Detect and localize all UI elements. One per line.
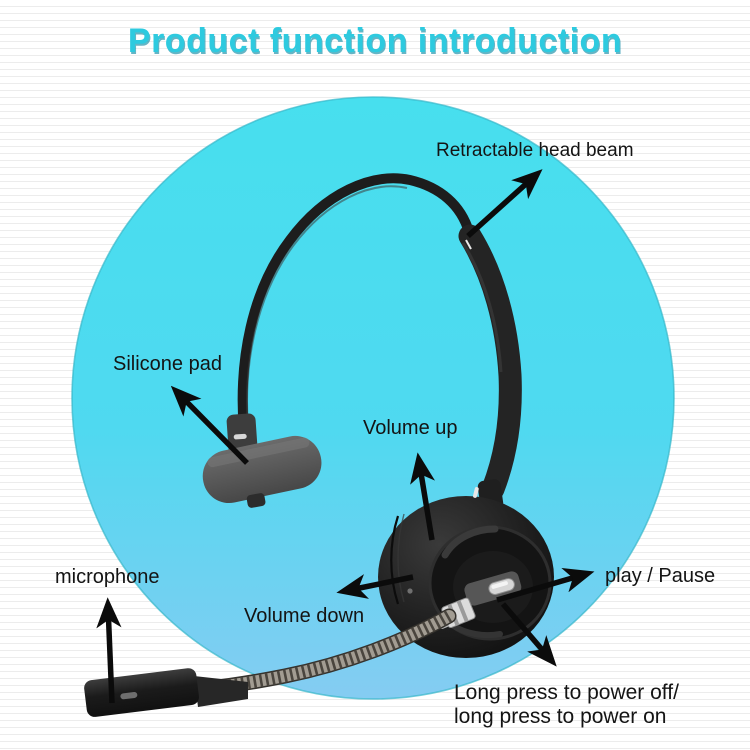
headset-illustration (84, 173, 554, 717)
head-beam-highlight (246, 185, 408, 429)
cyan-backdrop-circle (71, 96, 675, 700)
label-volume-up: Volume up (363, 417, 458, 439)
arrow-volume-down (336, 574, 414, 599)
silicone-pad (202, 435, 322, 504)
sleeve-glint (465, 239, 472, 250)
label-play-pause: play / Pause (605, 565, 716, 587)
cup-top-glint (473, 487, 479, 498)
sleeve-highlight (461, 242, 503, 373)
retractable-sleeve (458, 224, 522, 501)
ring-highlight-top (441, 525, 499, 559)
label-microphone: microphone (55, 566, 160, 588)
label-silicone-pad: Silicone pad (113, 353, 222, 375)
arrow-power (500, 602, 557, 667)
microphone-capsule (84, 668, 248, 717)
ring-highlight-bottom (449, 622, 503, 639)
arrow-silicone-pad (170, 385, 249, 465)
head-beam (237, 173, 474, 437)
label-volume-down: Volume down (244, 605, 365, 627)
ear-cup (378, 487, 554, 658)
cup-seam-highlight (397, 513, 405, 603)
led-mic-hole (407, 588, 413, 594)
play-pause-button (464, 571, 522, 606)
arrow-volume-up (410, 452, 436, 541)
annotation-arrows (96, 169, 595, 704)
label-power-line1: Long press to power off/ (454, 681, 679, 704)
cup-seam-line (390, 515, 400, 605)
label-power-instructions: Long press to power off/ long press to p… (454, 681, 679, 729)
label-power-line2: long press to power on (454, 705, 667, 728)
arrow-play-pause (496, 568, 595, 603)
page-title: Product function introduction (127, 22, 623, 60)
label-retractable-head-beam: Retractable head beam (436, 140, 634, 161)
arrow-retractable-head-beam (466, 169, 543, 239)
pad-hinge (246, 493, 266, 508)
arrow-microphone (96, 597, 122, 704)
